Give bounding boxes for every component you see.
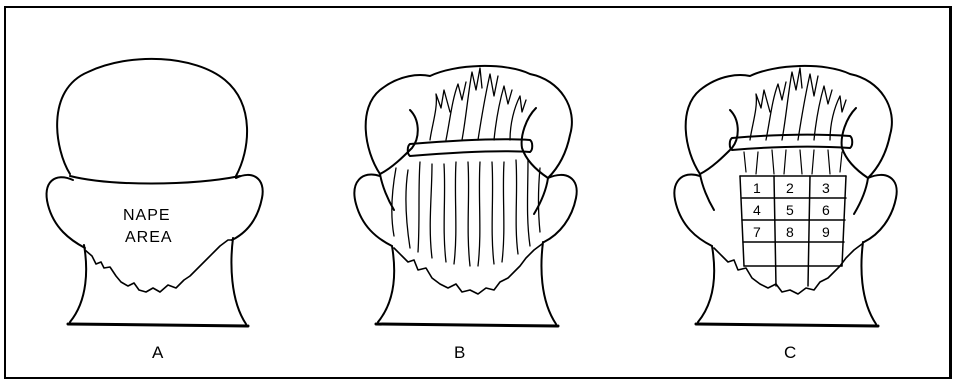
caption-a: A bbox=[152, 343, 164, 362]
neck-left bbox=[378, 246, 394, 322]
grid-number-7: 7 bbox=[753, 224, 761, 240]
neck-right bbox=[231, 238, 246, 324]
short-hair-above-grid bbox=[744, 150, 842, 174]
grid-number-2: 2 bbox=[786, 180, 794, 196]
left-ear bbox=[674, 174, 712, 246]
left-pinned-lobe bbox=[380, 110, 418, 174]
left-pinned-lobe bbox=[700, 110, 738, 174]
nape-jagged-edge bbox=[394, 244, 542, 294]
shoulder-line bbox=[696, 324, 878, 326]
grid-number-6: 6 bbox=[822, 202, 830, 218]
nape-hair-strands bbox=[392, 160, 540, 266]
hair-band bbox=[730, 135, 853, 150]
head-lower-right bbox=[854, 178, 868, 214]
nape-jagged-edge bbox=[85, 240, 232, 292]
grid-number-9: 9 bbox=[822, 224, 830, 240]
neck-left bbox=[698, 246, 714, 322]
head-lower-left bbox=[700, 174, 714, 210]
upper-hair-strands bbox=[750, 68, 846, 140]
neck-right bbox=[861, 242, 876, 324]
caption-b: B bbox=[454, 343, 465, 362]
right-ear bbox=[864, 175, 897, 242]
left-ear bbox=[47, 177, 85, 248]
grid-number-3: 3 bbox=[822, 180, 830, 196]
left-ear bbox=[354, 174, 392, 246]
grid-number-5: 5 bbox=[786, 202, 794, 218]
hair-band bbox=[408, 139, 533, 156]
shoulder-line bbox=[376, 324, 558, 326]
panel-b: B bbox=[354, 66, 576, 362]
caption-c: C bbox=[784, 343, 796, 362]
head-outline bbox=[57, 59, 247, 176]
right-ear bbox=[544, 175, 577, 242]
right-pinned-lobe bbox=[522, 108, 548, 178]
grid-number-8: 8 bbox=[786, 224, 794, 240]
right-ear bbox=[232, 175, 263, 240]
neck-left bbox=[70, 245, 86, 322]
hairline bbox=[70, 176, 240, 184]
nape-jagged-edge bbox=[714, 244, 862, 294]
grid-number-4: 4 bbox=[753, 202, 761, 218]
nape-label-line2: AREA bbox=[125, 229, 173, 246]
panel-c: 1 2 3 4 5 6 7 8 9 C bbox=[674, 66, 896, 362]
upper-hair-strands bbox=[430, 68, 526, 140]
grid-number-1: 1 bbox=[753, 180, 761, 196]
nape-label-line1: NAPE bbox=[123, 207, 171, 224]
shoulder-line bbox=[68, 324, 248, 326]
panel-a: NAPE AREA A bbox=[47, 59, 263, 362]
right-pinned-lobe bbox=[842, 108, 868, 178]
neck-right bbox=[541, 242, 556, 324]
head-lower-right bbox=[534, 178, 548, 214]
